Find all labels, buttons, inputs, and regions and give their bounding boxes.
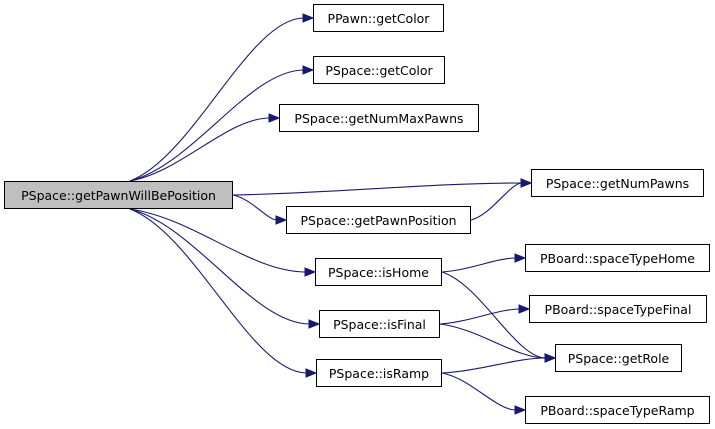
node-space-type-final[interactable]: PBoard::spaceTypeFinal xyxy=(529,295,707,323)
edge-arrowhead xyxy=(268,113,281,123)
edge-root-to-get_num_max_pawns xyxy=(129,117,271,182)
edge-is_ramp-to-get_role xyxy=(441,357,547,374)
node-pawn-get-color[interactable]: PPawn::getColor xyxy=(313,4,444,32)
edge-root-to-is_home xyxy=(129,208,307,273)
edge-root-to-get_pawn_position xyxy=(232,194,278,221)
node-space-type-ramp[interactable]: PBoard::spaceTypeRamp xyxy=(525,396,710,424)
edge-root-to-pawn_get_color xyxy=(129,17,305,182)
node-root: PSpace::getPawnWillBePosition xyxy=(4,181,233,209)
edge-is_home-to-space_type_home xyxy=(441,257,517,273)
node-get-pawn-position[interactable]: PSpace::getPawnPosition xyxy=(286,206,471,234)
edge-is_final-to-space_type_final xyxy=(439,308,521,325)
edge-arrowhead xyxy=(520,178,533,188)
edge-is_ramp-to-space_type_ramp xyxy=(441,372,517,411)
edge-arrowhead xyxy=(514,253,527,263)
edge-arrowhead xyxy=(302,13,315,23)
node-get-role[interactable]: PSpace::getRole xyxy=(555,344,682,372)
node-is-home[interactable]: PSpace::isHome xyxy=(315,258,442,286)
edge-root-to-space_get_color xyxy=(129,69,305,182)
edge-arrowhead xyxy=(544,353,557,363)
node-space-get-color[interactable]: PSpace::getColor xyxy=(313,56,445,84)
node-get-num-max-pawns[interactable]: PSpace::getNumMaxPawns xyxy=(279,104,479,132)
edge-arrowhead xyxy=(302,65,315,75)
edge-is_final-to-get_role xyxy=(439,323,547,359)
edge-root-to-is_final xyxy=(129,208,311,325)
edge-arrowhead xyxy=(518,304,531,314)
edge-root-to-get_num_pawns xyxy=(232,182,523,196)
node-get-num-pawns[interactable]: PSpace::getNumPawns xyxy=(531,169,704,197)
node-space-type-home[interactable]: PBoard::spaceTypeHome xyxy=(525,244,710,272)
node-is-final[interactable]: PSpace::isFinal xyxy=(319,310,440,338)
edge-is_home-to-get_role xyxy=(441,271,547,359)
node-is-ramp[interactable]: PSpace::isRamp xyxy=(316,359,442,387)
edge-arrowhead xyxy=(275,215,288,225)
edge-arrowhead xyxy=(514,405,527,415)
edge-get_pawn_position-to-get_num_pawns xyxy=(470,182,523,221)
edge-arrowhead xyxy=(308,319,321,329)
edge-arrowhead xyxy=(304,267,317,277)
edge-arrowhead xyxy=(305,368,318,378)
edge-root-to-is_ramp xyxy=(129,208,308,374)
